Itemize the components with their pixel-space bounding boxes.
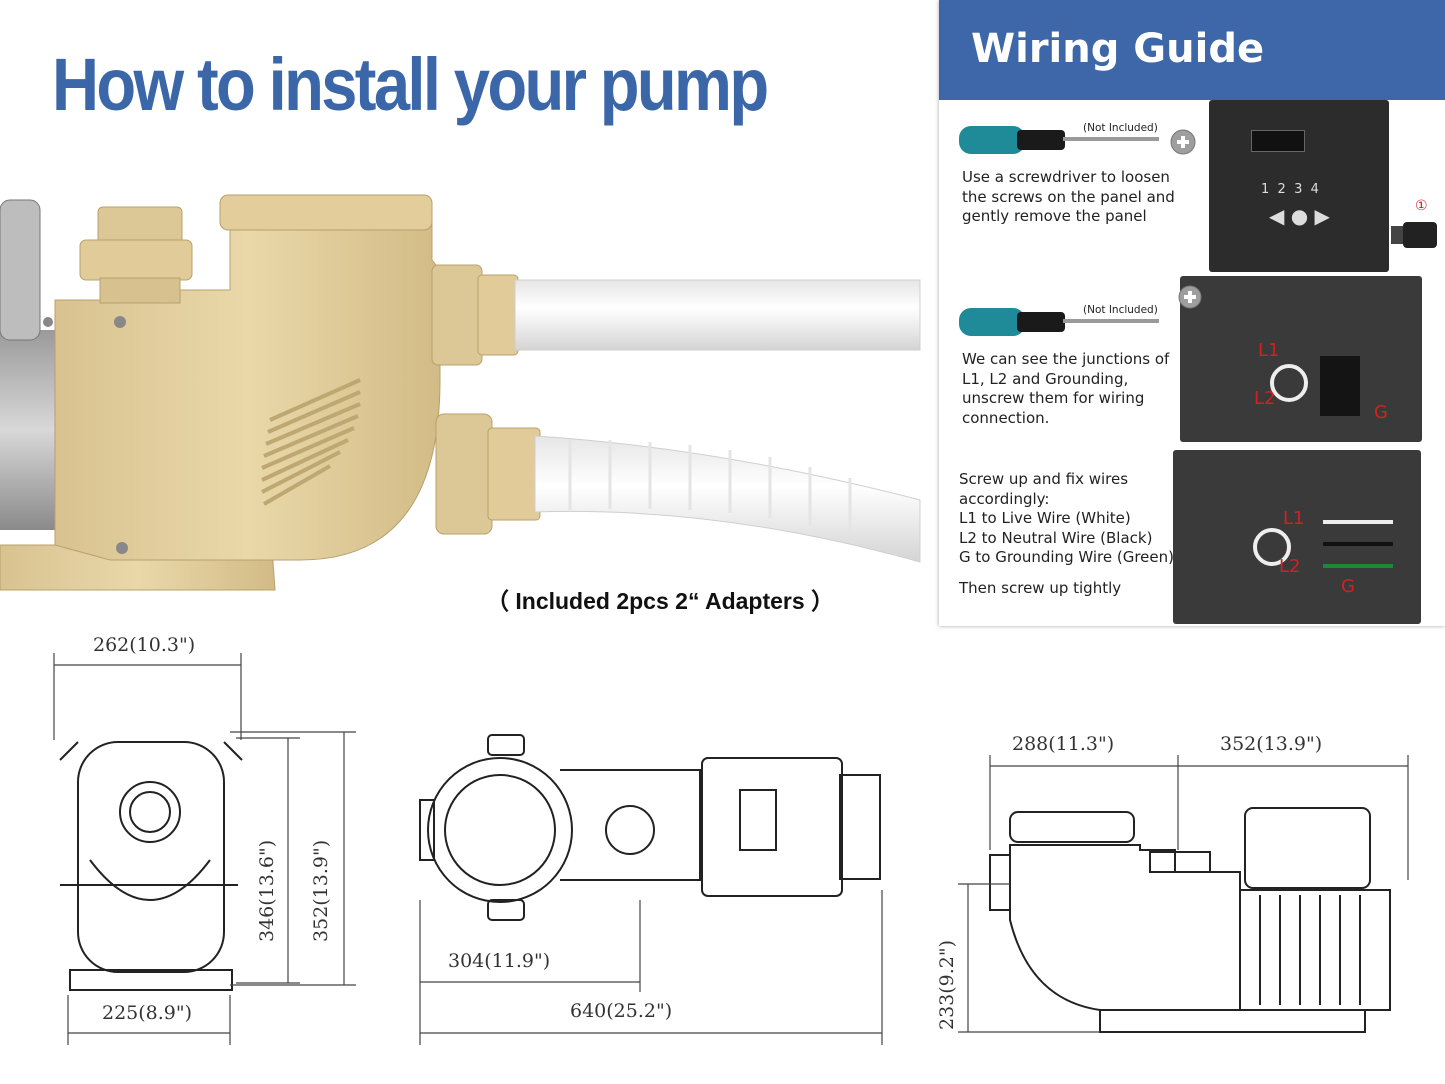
- page-title: How to install your pump: [52, 43, 769, 126]
- control-panel-photo: 1 2 3 4 ◀ ● ▶: [1209, 100, 1389, 272]
- junction-box-photo: L1 L2 G: [1180, 276, 1422, 442]
- marker-one: ①: [1415, 198, 1428, 214]
- adapters-caption: （ Included 2pcs 2“ Adapters ）: [486, 588, 835, 614]
- dim-side-height: 233(9.2"): [936, 939, 958, 1030]
- l2-label: L2: [1254, 388, 1276, 409]
- g-label: G: [1374, 402, 1388, 423]
- dim-top-total: 640(25.2"): [570, 1000, 673, 1022]
- phillips-screw-icon: [1170, 129, 1196, 155]
- wired-junction-photo: L1 L2 G: [1173, 450, 1421, 624]
- dim-side-left: 288(11.3"): [1012, 733, 1115, 755]
- screwdriver-icon: [959, 126, 1159, 154]
- wiring-guide-header: Wiring Guide: [939, 0, 1445, 100]
- phillips-screw-icon: [1178, 285, 1202, 309]
- wiring-guide-panel: Wiring Guide (Not Included) Use a screwd…: [939, 0, 1445, 626]
- step1-text: Use a screwdriver to loosen the screws o…: [962, 168, 1175, 225]
- dim-side-right: 352(13.9"): [1220, 733, 1323, 755]
- step3-final-text: Then screw up tightly: [959, 579, 1122, 597]
- pump-photo: [0, 194, 921, 591]
- dimension-drawings: [53, 653, 1409, 1045]
- dim-front-height-inner: 346(13.6"): [256, 839, 278, 942]
- not-included-label: (Not Included): [1083, 304, 1158, 316]
- g-label: G: [1341, 576, 1355, 597]
- screwdriver-icon: [959, 308, 1159, 336]
- wiring-guide-title: Wiring Guide: [971, 26, 1265, 72]
- l2-label: L2: [1279, 556, 1301, 577]
- not-included-label: (Not Included): [1083, 122, 1158, 134]
- l1-label: L1: [1283, 508, 1305, 529]
- cable-gland-icon: [1391, 222, 1437, 248]
- l1-label: L1: [1258, 340, 1280, 361]
- dim-front-base: 225(8.9"): [102, 1002, 193, 1024]
- dim-front-height-outer: 352(13.9"): [310, 839, 332, 942]
- step3-text: Screw up and fix wires accordingly: L1 t…: [959, 470, 1174, 566]
- step2-text: We can see the junctions of L1, L2 and G…: [962, 350, 1170, 427]
- dim-front-width: 262(10.3"): [93, 634, 196, 656]
- dim-top-partial: 304(11.9"): [448, 950, 551, 972]
